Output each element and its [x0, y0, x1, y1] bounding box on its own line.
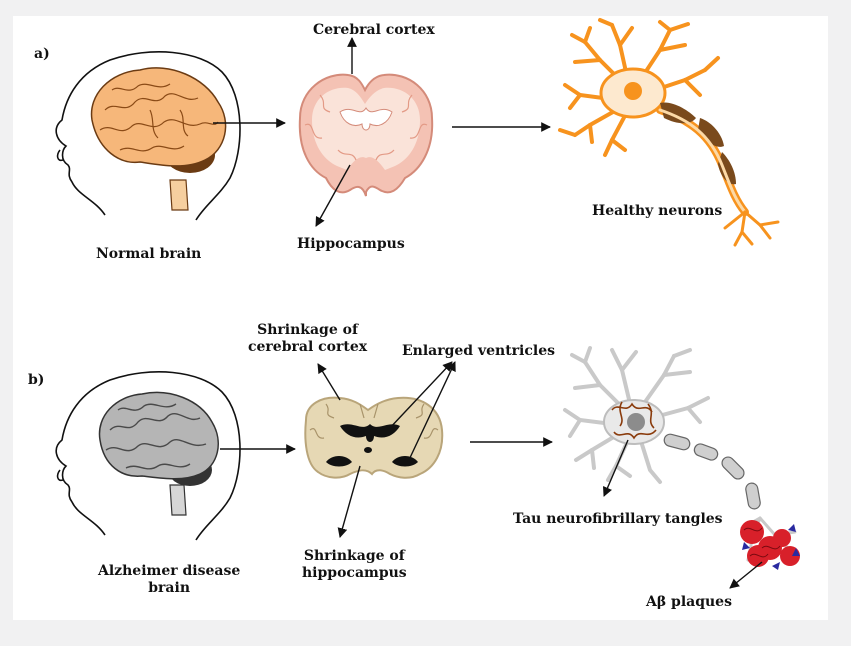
- arrow-ventricle-1: [387, 361, 453, 431]
- label-alzheimer-brain: Alzheimer disease brain: [98, 563, 240, 597]
- label-alzheimer-brain-line1: Alzheimer disease: [98, 563, 241, 579]
- head-outline-normal: [55, 51, 241, 221]
- label-normal-brain: Normal brain: [96, 246, 202, 262]
- label-shrinkage-hippocampus-line1: Shrinkage of: [303, 548, 405, 564]
- healthy-neuron: [558, 18, 780, 247]
- arrow-tau: [602, 439, 629, 497]
- label-shrinkage-hippocampus: Shrinkage of hippocampus: [302, 548, 407, 582]
- label-enlarged-ventricles: Enlarged ventricles: [402, 343, 555, 359]
- label-abeta-plaques: Aβ plaques: [646, 594, 732, 610]
- arrow-hippocampus: [315, 164, 351, 227]
- head-outline-ad: [55, 371, 241, 541]
- arrow-shrinkage-hippocampus: [337, 465, 361, 538]
- amyloid-plaques: [740, 520, 800, 570]
- label-shrinkage-cortex-line2: cerebral cortex: [248, 339, 368, 355]
- label-shrinkage-hippocampus-line2: hippocampus: [302, 565, 407, 581]
- healthy-brain-slice: [298, 73, 434, 197]
- label-tau-tangles: Tau neurofibrillary tangles: [513, 511, 723, 527]
- alzheimer-brain: [98, 391, 219, 516]
- label-hippocampus: Hippocampus: [297, 236, 405, 252]
- label-alzheimer-brain-line2: brain: [148, 580, 190, 596]
- panel-b-letter: b): [28, 372, 45, 388]
- label-cerebral-cortex: Cerebral cortex: [313, 22, 435, 38]
- alzheimer-brain-slice: [304, 396, 444, 479]
- arrow-shrinkage-cortex: [317, 363, 341, 401]
- normal-brain: [90, 67, 227, 211]
- arrow-ventricle-2: [407, 361, 456, 463]
- label-shrinkage-cortex-line1: Shrinkage of: [257, 322, 358, 338]
- panel-a-letter: a): [34, 46, 50, 62]
- label-shrinkage-cortex: Shrinkage of cerebral cortex: [248, 322, 367, 356]
- arrow-plaques: [729, 561, 763, 589]
- label-healthy-neurons: Healthy neurons: [592, 203, 723, 219]
